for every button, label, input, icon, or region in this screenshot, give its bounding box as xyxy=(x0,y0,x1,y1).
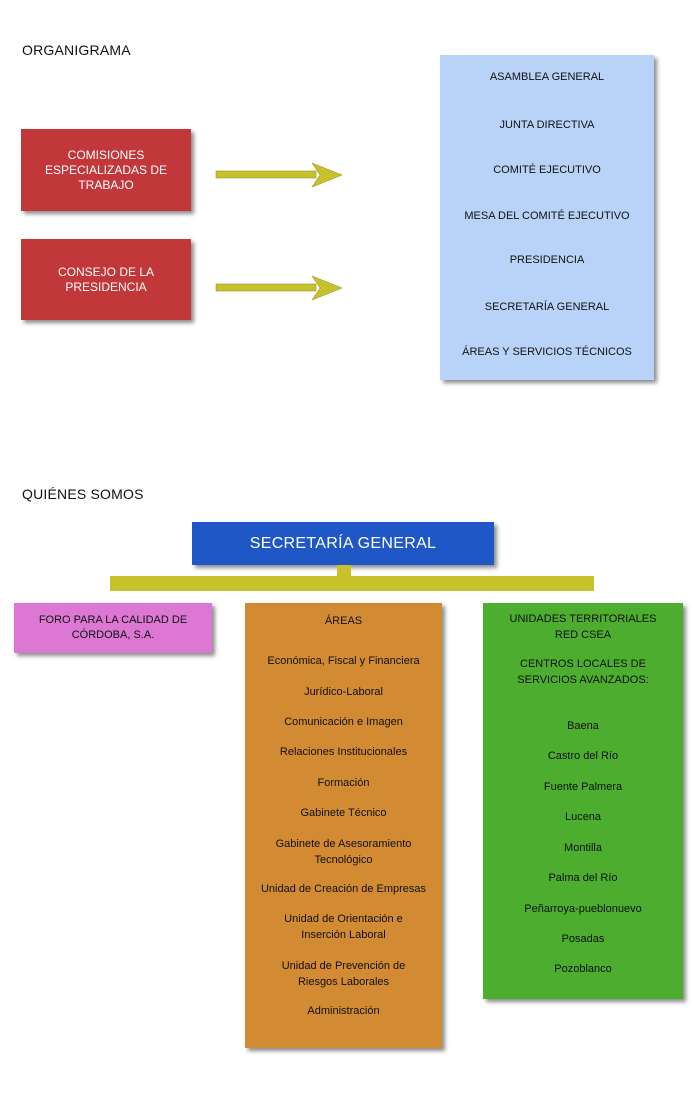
unidad-item: Castro del Río xyxy=(547,750,619,762)
foro-box: FORO PARA LA CALIDAD DE CÓRDOBA, S.A. xyxy=(14,603,212,653)
organigrama-heading: ORGANIGRAMA xyxy=(22,42,131,58)
areas-box: ÁREAS Económica, Fiscal y Financiera Jur… xyxy=(245,603,442,1048)
governing-body-item: SECRETARÍA GENERAL xyxy=(484,301,610,313)
secretaria-general-box: SECRETARÍA GENERAL xyxy=(192,522,494,565)
area-item: Gabinete Técnico xyxy=(300,807,387,819)
governing-body-item: ASAMBLEA GENERAL xyxy=(489,71,605,83)
unidad-item: Peñarroya-pueblonuevo xyxy=(524,903,642,915)
governing-body-item: PRESIDENCIA xyxy=(509,254,585,266)
unidad-item: Palma del Río xyxy=(548,872,618,884)
arrow-icon xyxy=(215,275,343,301)
unidades-subtitle: CENTROS LOCALES DE SERVICIOS AVANZADOS: xyxy=(517,658,649,686)
area-item: Relaciones Institucionales xyxy=(279,746,408,758)
unidad-item: Posadas xyxy=(561,933,605,945)
area-item: Comunicación e Imagen xyxy=(284,716,403,728)
area-item: Unidad de Prevención de Riesgos Laborale… xyxy=(281,960,406,988)
quienes-somos-heading: QUIÉNES SOMOS xyxy=(22,486,144,502)
consejo-box: CONSEJO DE LA PRESIDENCIA xyxy=(21,239,191,320)
foro-label: FORO PARA LA CALIDAD DE CÓRDOBA, S.A. xyxy=(38,614,188,641)
areas-title: ÁREAS xyxy=(324,615,363,627)
arrow-icon xyxy=(215,162,343,188)
connector-vertical xyxy=(337,565,351,578)
unidad-item: Baena xyxy=(567,720,599,732)
area-item: Unidad de Creación de Empresas xyxy=(260,883,427,895)
governing-body-item: MESA DEL COMITÉ EJECUTIVO xyxy=(464,210,630,222)
unidad-item: Fuente Palmera xyxy=(543,781,623,793)
unidad-item: Pozoblanco xyxy=(554,963,612,975)
governing-body-item: ÁREAS Y SERVICIOS TÉCNICOS xyxy=(462,346,632,358)
unidad-item: Montilla xyxy=(564,842,602,854)
comisiones-box: COMISIONES ESPECIALIZADAS DE TRABAJO xyxy=(21,129,191,211)
governing-body-item: COMITÉ EJECUTIVO xyxy=(493,164,601,176)
unidades-title: UNIDADES TERRITORIALES RED CSEA xyxy=(509,613,657,641)
unidad-item: Lucena xyxy=(564,811,602,823)
connector-horizontal xyxy=(110,576,594,591)
secretaria-general-label: SECRETARÍA GENERAL xyxy=(249,534,437,552)
area-item: Económica, Fiscal y Financiera xyxy=(267,655,420,667)
unidades-box: UNIDADES TERRITORIALES RED CSEA CENTROS … xyxy=(483,603,683,999)
area-item: Formación xyxy=(317,777,370,789)
area-item: Unidad de Orientación e Inserción Labora… xyxy=(284,913,403,941)
area-item: Administración xyxy=(307,1005,380,1017)
area-item: Gabinete de Asesoramiento Tecnológico xyxy=(275,838,412,866)
governing-bodies-box: ASAMBLEA GENERAL JUNTA DIRECTIVA COMITÉ … xyxy=(440,55,654,380)
consejo-label: CONSEJO DE LA PRESIDENCIA xyxy=(57,264,155,294)
area-item: Jurídico-Laboral xyxy=(304,686,383,698)
governing-body-item: JUNTA DIRECTIVA xyxy=(499,119,595,131)
comisiones-label: COMISIONES ESPECIALIZADAS DE TRABAJO xyxy=(44,147,168,192)
